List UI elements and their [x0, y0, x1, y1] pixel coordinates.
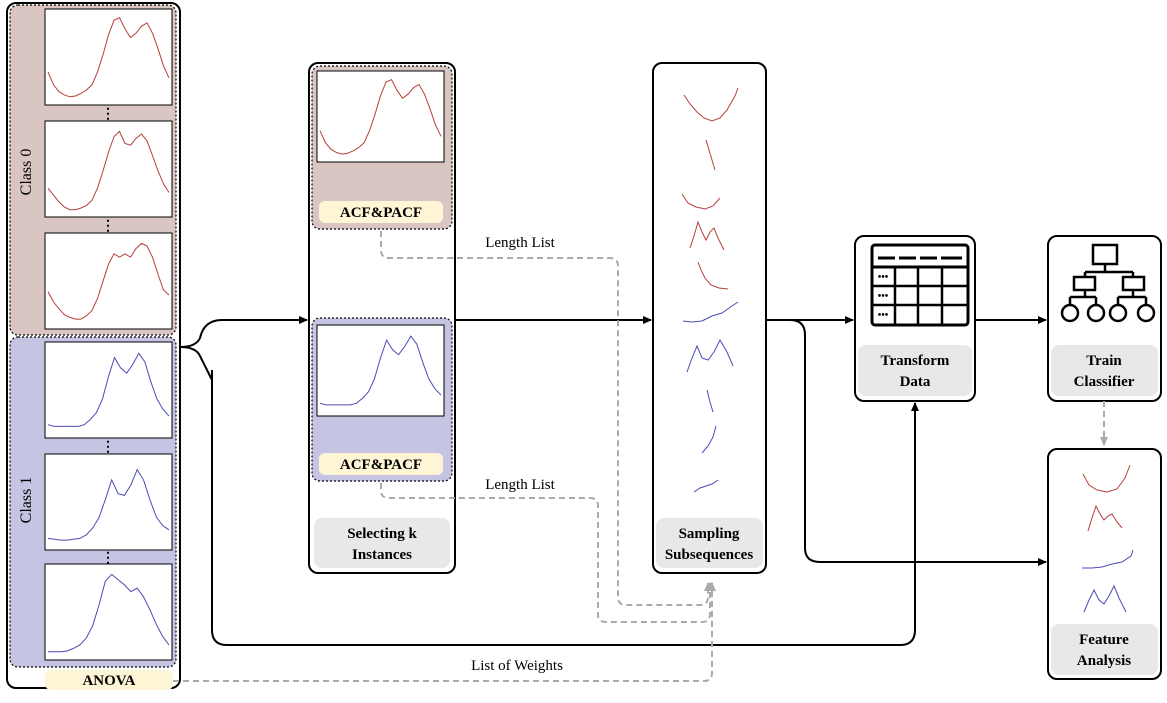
transform-label-box: [858, 345, 972, 396]
subseq-9: [701, 425, 717, 454]
sampling-label-line2: Subsequences: [665, 547, 754, 563]
plot-series-line: [319, 78, 442, 155]
plot-series-line: [47, 130, 170, 211]
ellipsis-c1-1: ⋮: [101, 440, 115, 455]
selecting-label-line1: Selecting k: [347, 526, 417, 542]
subseq-4: [689, 220, 725, 251]
sampling-label-line1: Sampling: [679, 526, 740, 542]
subseq-8: [706, 389, 714, 413]
plot-series-line: [47, 242, 170, 320]
train-panel: Train Classifier: [1047, 235, 1162, 402]
anova-label: ANOVA: [82, 673, 135, 689]
feature-subseq-4: [1083, 584, 1127, 613]
plot-series-line: [48, 573, 170, 653]
subseq-5: [697, 261, 729, 290]
acf-bottom-label-box: [319, 453, 443, 475]
train-label-line2: Classifier: [1074, 374, 1135, 390]
solid-arrows: [179, 316, 1047, 646]
anova-label-box: [45, 670, 173, 690]
subseq-7: [686, 338, 734, 373]
plot-series-line: [47, 468, 170, 541]
selecting-plot-class1: [316, 324, 445, 417]
hierarchy-icon: [1060, 243, 1156, 323]
plot-series-line: [47, 352, 170, 427]
subseq-10: [693, 479, 719, 493]
svg-text:•••: •••: [878, 291, 889, 302]
length-list-bottom-label: Length List: [485, 477, 555, 493]
feature-subseq-3: [1082, 549, 1134, 569]
brace-lower: [179, 346, 213, 381]
ellipsis-c0-1: ⋮: [101, 107, 115, 122]
subseq-3: [681, 193, 721, 210]
selecting-plot-class0: [316, 70, 445, 163]
acf-bottom-label: ACF&PACF: [340, 457, 422, 473]
transform-panel: ••• ••• ••• Transform Data: [854, 235, 976, 402]
subseq-6: [682, 301, 739, 323]
series-layer: [47, 17, 442, 653]
arrow-dataset-to-transform: [211, 370, 919, 646]
class1-plot-1: [44, 341, 173, 439]
length-list-top-label: Length List: [485, 235, 555, 251]
class0-label: Class 0: [18, 149, 35, 196]
feature-label-box: [1051, 624, 1158, 675]
feature-outer-box: [1047, 448, 1162, 680]
arrow-dataset-to-selecting: [179, 316, 308, 348]
dashed-arrows: [173, 231, 1108, 682]
ellipsis-c0-2: ⋮: [101, 219, 115, 234]
subseq-2: [705, 139, 716, 171]
transform-label-line1: Transform: [881, 353, 950, 369]
class0-plot-3: [44, 232, 173, 330]
acf-top-label: ACF&PACF: [340, 205, 422, 221]
subseq-1: [683, 87, 739, 122]
dashed-length-list-bottom: [380, 483, 714, 623]
acf-top-label-box: [319, 201, 443, 223]
dashed-length-list-top: [380, 231, 712, 606]
sampling-outer-box: [652, 62, 767, 574]
train-label-box: [1051, 345, 1158, 396]
feature-subseq-2: [1087, 504, 1123, 532]
plot-series-line: [47, 17, 170, 98]
selecting-outer-box: [308, 62, 456, 574]
sampling-label-box: [656, 518, 763, 568]
feature-label-line1: Feature: [1079, 632, 1129, 648]
table-icon: ••• ••• •••: [870, 243, 970, 327]
feature-subseq-1: [1082, 464, 1131, 493]
selecting-label-line2: Instances: [352, 547, 412, 563]
transform-label-line2: Data: [900, 374, 931, 390]
train-label-line1: Train: [1086, 353, 1122, 369]
class1-plot-2: [44, 453, 173, 551]
list-of-weights-label: List of Weights: [471, 658, 563, 674]
ellipsis-c1-2: ⋮: [101, 551, 115, 566]
class1-label: Class 1: [18, 477, 35, 524]
svg-text:•••: •••: [878, 310, 889, 321]
feature-panel: Feature Analysis: [1047, 448, 1162, 680]
selecting-label-box: [314, 518, 450, 568]
plot-series-line: [319, 335, 442, 406]
class0-plot-2: [44, 120, 173, 218]
svg-text:•••: •••: [878, 272, 889, 283]
dashed-list-of-weights: [173, 582, 716, 682]
dataset-panel: Class 0 Class 1 ⋮ ⋮ ⋮ ⋮ ANOVA: [6, 2, 181, 690]
sampling-panel: Sampling Subsequences: [652, 62, 767, 574]
feature-label-line2: Analysis: [1077, 653, 1131, 669]
arrow-sampling-to-feature: [789, 319, 1047, 566]
class0-plot-1: [44, 8, 173, 106]
selecting-panel: ACF&PACF ACF&PACF Selecting k Instances: [308, 62, 456, 574]
